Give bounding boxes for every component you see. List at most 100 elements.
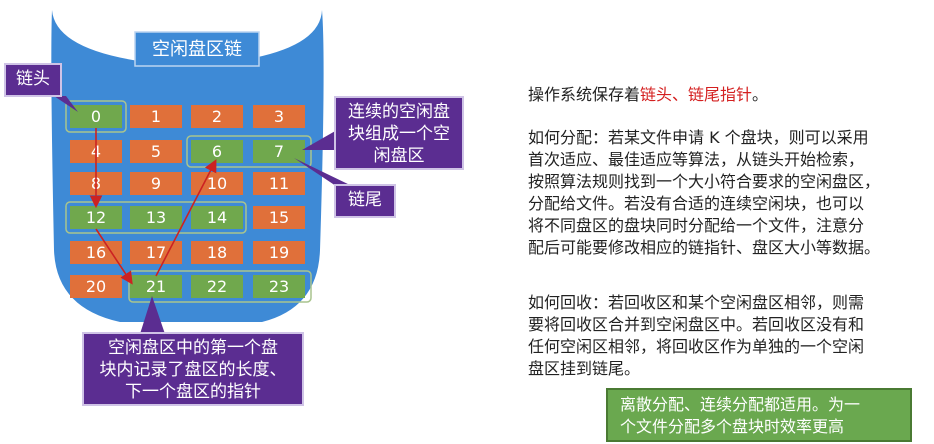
block-16: 16 xyxy=(70,241,122,264)
allocation-line-1: 如何分配：若某文件申请 K 个盘块，则可以采用 xyxy=(528,128,869,147)
block-5: 5 xyxy=(130,140,182,163)
block-17: 17 xyxy=(130,241,182,264)
block-label-21: 21 xyxy=(146,277,166,296)
block-23: 23 xyxy=(253,275,305,298)
paragraph-recycle: 如何回收：若回收区和某个空闲盘区相邻，则需 要将回收区合并到空闲盘区中。若回收区… xyxy=(528,292,928,380)
recycle-line-2: 要将回收区合并到空闲盘区中。若回收区没有和 xyxy=(528,315,865,334)
allocation-line-5: 将不同盘区的盘块同时分配给一个文件，注意分 xyxy=(528,216,865,235)
block-rect-10 xyxy=(191,172,243,195)
callout-head-tail xyxy=(54,96,78,112)
block-label-18: 18 xyxy=(207,243,227,262)
block-label-19: 19 xyxy=(269,243,289,262)
block-label-2: 2 xyxy=(212,107,222,126)
note-line-2: 个文件分配多个盘块时效率更高 xyxy=(620,417,845,436)
block-22: 22 xyxy=(191,275,243,298)
allocation-line-3: 按照算法规则找到一个大小符合要求的空闲盘区， xyxy=(528,172,881,191)
block-label-11: 11 xyxy=(269,174,289,193)
block-label-12: 12 xyxy=(86,208,106,227)
block-rect-12 xyxy=(70,206,122,229)
block-7: 7 xyxy=(253,140,305,163)
block-rect-2 xyxy=(191,105,243,128)
recycle-line-4: 盘区挂到链尾。 xyxy=(528,359,641,378)
block-2: 2 xyxy=(191,105,243,128)
block-label-23: 23 xyxy=(269,277,289,296)
block-rect-11 xyxy=(253,172,305,195)
callout-contiguous-line-1: 连续的空闲盘 xyxy=(348,102,450,122)
callout-contiguous: 连续的空闲盘 块组成一个空 闲盘区 xyxy=(334,96,464,170)
recycle-line-3: 任何空闲区相邻，将回收区作为单独的一个空闲 xyxy=(528,337,865,356)
paragraph-allocation: 如何分配：若某文件申请 K 个盘块，则可以采用 首次适应、最佳适应等算法，从链头… xyxy=(528,127,928,259)
block-label-16: 16 xyxy=(86,243,106,262)
block-rect-17 xyxy=(130,241,182,264)
callout-first-block-line-3: 下一个盘区的指针 xyxy=(125,382,261,402)
block-rect-16 xyxy=(70,241,122,264)
pointer-arrow-21-6 xyxy=(155,159,217,277)
region-outline-12-14 xyxy=(65,201,247,234)
p1-prefix: 操作系统保存着 xyxy=(528,85,641,104)
block-label-22: 22 xyxy=(207,277,227,296)
block-rect-9 xyxy=(130,172,182,195)
callout-first-block-tail xyxy=(140,296,165,334)
block-rect-5 xyxy=(130,140,182,163)
allocation-line-6: 配后可能要修改相应的链指针、盘区大小等数据。 xyxy=(528,238,881,257)
block-rect-0 xyxy=(70,105,122,128)
region-outline-21-23 xyxy=(128,270,312,303)
block-13: 13 xyxy=(130,206,182,229)
block-label-10: 10 xyxy=(207,174,227,193)
block-3: 3 xyxy=(253,105,305,128)
block-label-17: 17 xyxy=(146,243,166,262)
recycle-line-1: 如何回收：若回收区和某个空闲盘区相邻，则需 xyxy=(528,293,865,312)
block-0: 0 xyxy=(70,105,122,128)
block-rect-21 xyxy=(130,275,182,298)
block-rect-3 xyxy=(253,105,305,128)
block-rect-22 xyxy=(191,275,243,298)
allocation-line-4: 分配给文件。若没有合适的连续空闲块，也可以 xyxy=(528,194,865,213)
callout-head: 链头 xyxy=(4,63,62,97)
block-label-7: 7 xyxy=(274,142,284,161)
block-rect-7 xyxy=(253,140,305,163)
callout-first-block-line-2: 块内记录了盘区的长度、 xyxy=(99,360,287,380)
callout-contiguous-line-2: 块组成一个空 xyxy=(348,124,450,144)
block-label-13: 13 xyxy=(146,208,166,227)
block-rect-20 xyxy=(70,275,122,298)
block-15: 15 xyxy=(253,206,305,229)
callout-first-block-line-1: 空闲盘区中的第一个盘 xyxy=(108,338,278,358)
allocation-line-2: 首次适应、最佳适应等算法，从链头开始检索， xyxy=(528,150,865,169)
block-label-0: 0 xyxy=(91,107,101,126)
block-11: 11 xyxy=(253,172,305,195)
block-18: 18 xyxy=(191,241,243,264)
block-rect-23 xyxy=(253,275,305,298)
block-10: 10 xyxy=(191,172,243,195)
block-6: 6 xyxy=(191,140,243,163)
block-label-14: 14 xyxy=(207,208,227,227)
block-19: 19 xyxy=(253,241,305,264)
block-label-1: 1 xyxy=(151,107,161,126)
region-outline-6-7 xyxy=(186,135,312,168)
block-label-20: 20 xyxy=(86,277,106,296)
pointer-arrow-12-21 xyxy=(95,228,133,285)
block-label-9: 9 xyxy=(151,174,161,193)
callout-contiguous-line-3: 闲盘区 xyxy=(373,146,425,166)
callout-contiguous-tail xyxy=(302,130,337,150)
block-label-15: 15 xyxy=(269,208,289,227)
callout-tail: 链尾 xyxy=(334,184,396,218)
block-label-3: 3 xyxy=(274,107,284,126)
block-20: 20 xyxy=(70,275,122,298)
callout-tail-tail xyxy=(294,158,352,186)
block-label-6: 6 xyxy=(212,142,222,161)
disk-title-box xyxy=(134,31,260,67)
block-1: 1 xyxy=(130,105,182,128)
block-rect-14 xyxy=(191,206,243,229)
block-rect-19 xyxy=(253,241,305,264)
block-rect-13 xyxy=(130,206,182,229)
p1-suffix: 。 xyxy=(752,85,769,104)
note-box: 离散分配、连续分配都适用。为一 个文件分配多个盘块时效率更高 xyxy=(606,388,912,442)
block-rect-1 xyxy=(130,105,182,128)
block-rect-18 xyxy=(191,241,243,264)
p1-highlight: 链头、链尾指针 xyxy=(640,85,753,104)
block-label-5: 5 xyxy=(151,142,161,161)
block-rect-6 xyxy=(191,140,243,163)
block-14: 14 xyxy=(191,206,243,229)
paragraph-pointers: 操作系统保存着链头、链尾指针。 xyxy=(528,84,928,106)
